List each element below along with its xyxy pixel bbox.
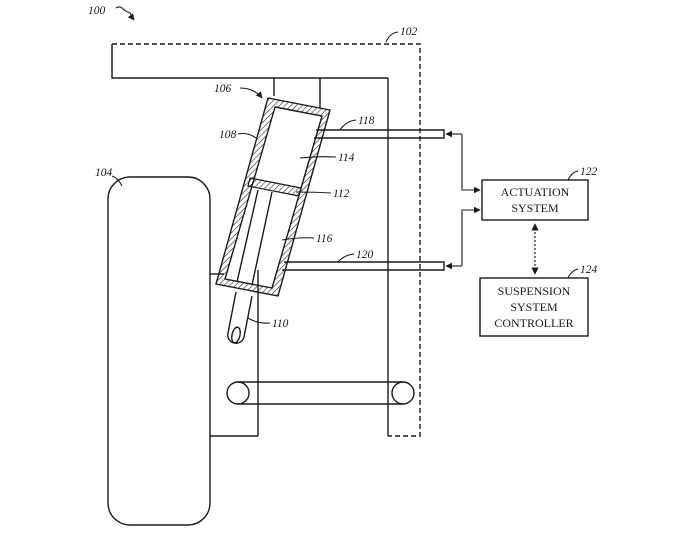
label-120: 120 [356,249,374,261]
label-116: 116 [316,233,333,245]
leader-112 [295,191,332,194]
leader-108 [237,132,257,139]
inner-rod-left [236,189,259,283]
label-124: 124 [580,264,598,276]
leader-104 [111,175,123,187]
leader-106 [239,87,263,99]
label-110: 110 [272,318,289,330]
actuation-line1: ACTUATION [501,185,570,199]
leader-116 [281,237,315,241]
actuator-housing [215,97,331,297]
leader-110 [247,317,271,324]
suspension-controller-box [479,277,589,337]
controller-line3: CONTROLLER [494,316,573,330]
leader-114 [299,156,337,159]
control-arm-right-joint [391,381,415,405]
label-108: 108 [219,129,237,141]
label-122: 122 [580,166,598,178]
label-102: 102 [400,26,418,38]
vehicle-body-dashed-outline [112,43,421,437]
connector-upper [461,134,481,194]
control-arm-left-joint [226,381,250,405]
leader-102 [385,31,399,43]
label-112: 112 [333,188,350,200]
rod-end [231,326,241,344]
controller-line2: SYSTEM [510,300,558,314]
label-104: 104 [95,167,113,179]
wheel [107,176,211,526]
vehicle-body-top-frame [111,44,388,79]
piston [247,177,302,197]
label-118: 118 [358,115,375,127]
lower-fluid-line [282,261,445,271]
leader-122 [567,170,579,181]
inner-rod-right [251,191,273,286]
leader-124 [567,268,579,279]
connector-lower [461,206,481,266]
leader-118 [339,119,357,131]
label-114: 114 [338,152,355,164]
figure-number-arrow [115,6,135,21]
figure-number-label: 100 [88,5,106,17]
upper-fluid-line [314,129,445,139]
leader-120 [337,253,355,263]
actuation-line2: SYSTEM [511,201,559,215]
label-106: 106 [214,83,232,95]
actuation-system-box [481,179,589,221]
controller-line1: SUSPENSION [498,284,571,298]
